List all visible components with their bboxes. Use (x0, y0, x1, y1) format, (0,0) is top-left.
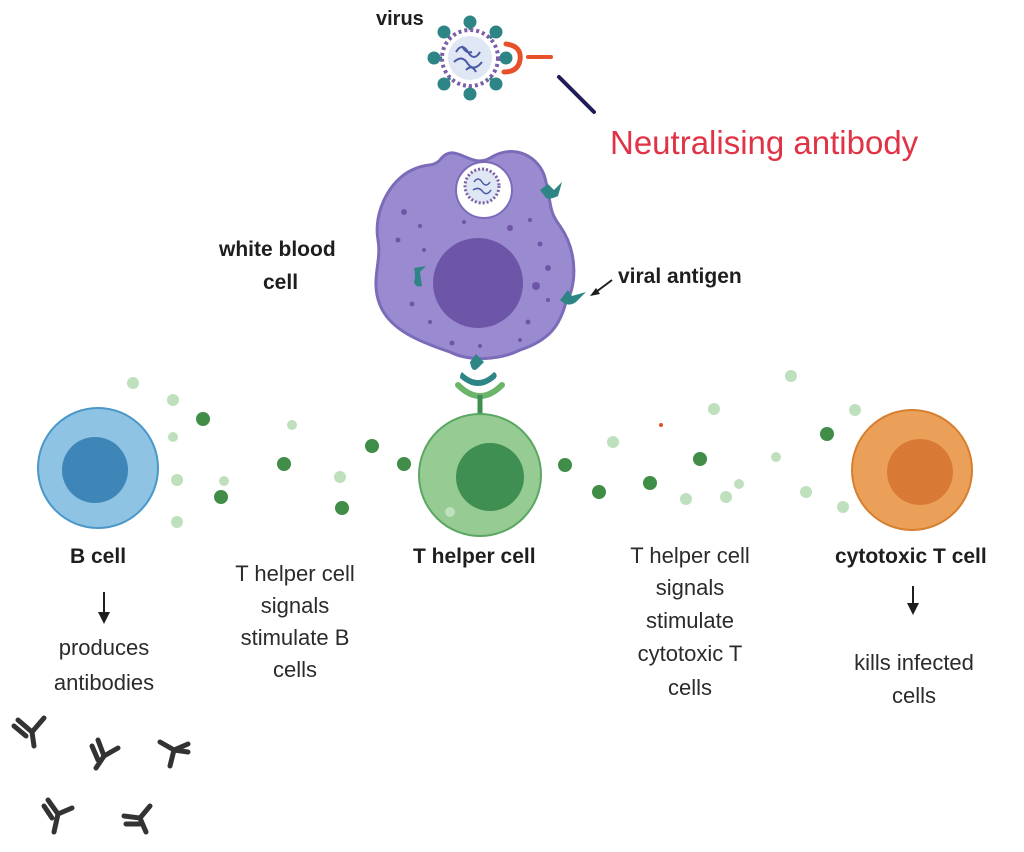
b-cell-action-line: antibodies (54, 670, 154, 695)
b-cell-label: B cell (70, 545, 126, 568)
signal-particles (127, 370, 861, 528)
viral-antigen-label: viral antigen (618, 265, 742, 288)
antigen-icon (414, 182, 586, 386)
antibody-icon (501, 41, 596, 114)
arrow-down-icon (907, 586, 919, 615)
b-cell-action-line: produces (59, 635, 150, 660)
signal-to-b-line: signals (261, 593, 329, 618)
white-blood-cell-label-line2: cell (263, 271, 298, 294)
signal-to-cytotoxic-line: cytotoxic T (638, 641, 743, 666)
signal-to-b-line: stimulate B (241, 625, 350, 650)
neutralising-antibody-label: Neutralising antibody (610, 124, 919, 161)
cytotoxic-action-line: kills infected (854, 650, 974, 675)
signal-to-cytotoxic-line: signals (656, 575, 724, 600)
arrow-left-icon (590, 279, 613, 296)
white-blood-cell (374, 150, 576, 361)
signal-to-cytotoxic-line: stimulate (646, 608, 734, 633)
cytotoxic-t-cell-label: cytotoxic T cell (835, 545, 987, 568)
virus-label: virus (376, 8, 424, 30)
signal-to-cytotoxic-line: cells (668, 675, 712, 700)
antibody-icon (11, 715, 191, 835)
signal-to-cytotoxic-line: T helper cell (630, 543, 749, 568)
t-helper-cell (418, 413, 542, 537)
cytotoxic-action-line: cells (892, 683, 936, 708)
signal-to-b-line: T helper cell (235, 561, 354, 586)
t-helper-cell-label: T helper cell (413, 545, 536, 568)
arrow-down-icon (98, 592, 110, 624)
signal-to-b-line: cells (273, 657, 317, 682)
b-cell (37, 407, 159, 529)
virus-icon (427, 15, 513, 101)
cytotoxic-t-cell (851, 409, 973, 531)
white-blood-cell-label-line1: white blood (218, 238, 336, 261)
